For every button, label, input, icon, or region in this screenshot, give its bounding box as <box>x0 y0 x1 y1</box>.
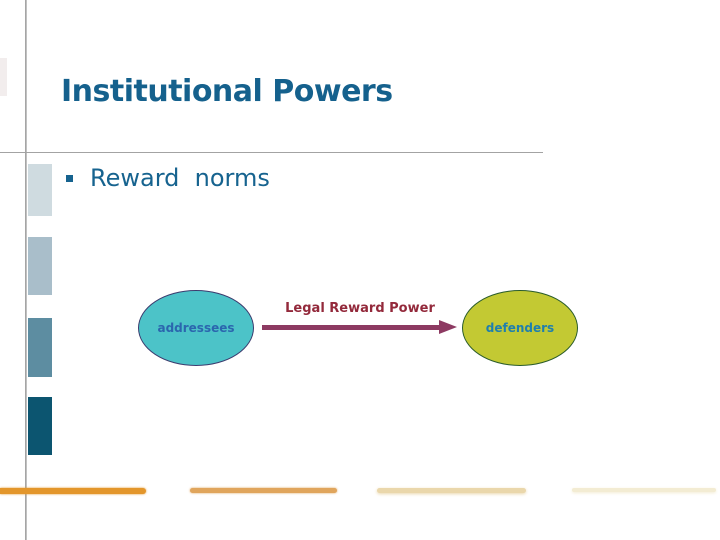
bullet-item: Reward norms <box>66 164 270 192</box>
defenders-ellipse: defenders <box>462 290 578 366</box>
accent-bar-4 <box>28 397 52 455</box>
addressees-ellipse: addressees <box>138 290 254 366</box>
addressees-label: addressees <box>157 321 235 335</box>
bullet-square-icon <box>66 174 73 182</box>
accent-bar-1 <box>28 164 52 216</box>
header-divider-line <box>0 152 543 153</box>
reward-arrow-head <box>439 320 457 334</box>
defenders-label: defenders <box>485 321 555 335</box>
footer-bar-1 <box>0 488 146 494</box>
accent-bar-2 <box>28 237 52 295</box>
left-guide-line <box>25 0 27 540</box>
accent-bar-3 <box>28 318 52 377</box>
bullet-text: Reward norms <box>90 164 270 192</box>
reward-arrow-shaft <box>262 325 439 330</box>
footer-bar-2 <box>190 488 337 493</box>
arrow-label: Legal Reward Power <box>285 301 435 316</box>
footer-bar-3 <box>377 488 526 493</box>
footer-bar-4 <box>572 488 716 492</box>
left-edge-artifact <box>0 58 7 96</box>
slide-title: Institutional Powers <box>61 74 393 109</box>
